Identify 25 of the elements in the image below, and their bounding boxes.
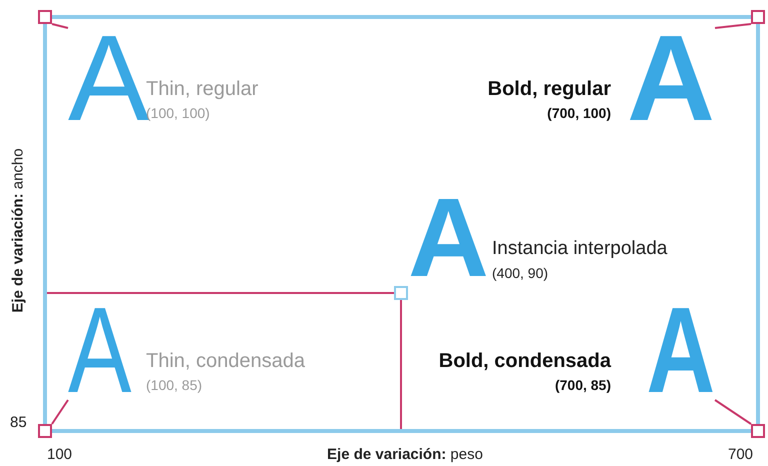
style-name: Instancia interpolada [492, 238, 668, 260]
leader-line [714, 23, 752, 29]
style-name: Bold, regular [488, 78, 611, 101]
glyph-letter: A [408, 188, 489, 288]
axis-tick-label: 700 [728, 446, 754, 463]
axis-tick-label: 100 [47, 446, 72, 463]
axis-title: Eje de variación: peso [326, 446, 484, 463]
axis-tick-label: 85 [10, 414, 27, 431]
corner-marker [394, 286, 408, 300]
axis-title: Eje de variación: ancho [10, 147, 26, 315]
corner-marker [751, 424, 765, 438]
coordinate-label: (700, 85) [554, 377, 611, 393]
coordinate-label: (700, 100) [547, 105, 611, 121]
glyph-letter: A [646, 300, 715, 400]
corner-marker [38, 424, 52, 438]
leader-line [51, 399, 69, 425]
style-name: Bold, condensada [438, 350, 611, 373]
corner-marker [751, 10, 765, 24]
leader-line [52, 23, 68, 29]
coordinate-label: (400, 90) [492, 265, 548, 281]
glyph-letter: A [68, 300, 132, 400]
style-name: Thin, condensada [146, 350, 306, 373]
coordinate-label: (100, 85) [146, 377, 202, 393]
corner-marker [38, 10, 52, 24]
glyph-letter: A [626, 28, 715, 128]
